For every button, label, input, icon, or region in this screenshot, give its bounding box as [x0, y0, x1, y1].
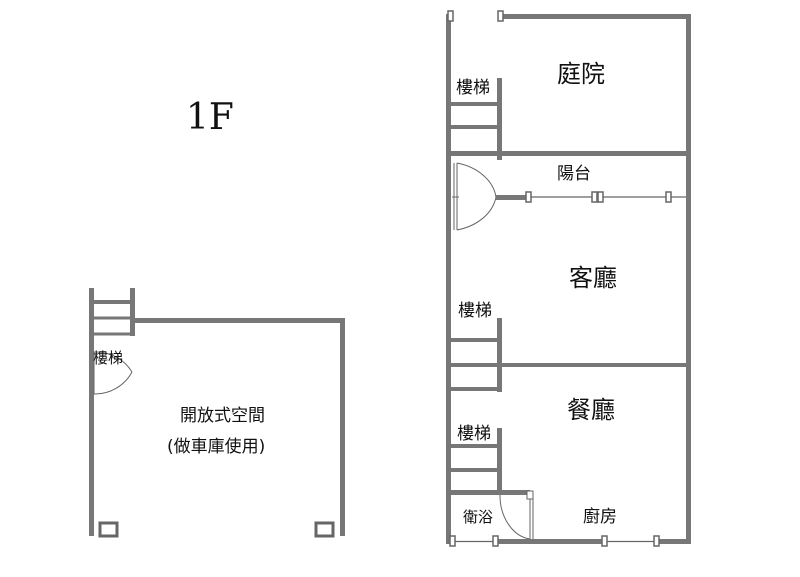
- bath-wall: [446, 490, 530, 495]
- left-posts: [98, 521, 335, 538]
- balcony-label: 陽台: [557, 164, 591, 184]
- kitchen-label: 廚房: [583, 507, 617, 527]
- right-walls: [446, 14, 691, 544]
- living-room-label: 客廳: [569, 264, 617, 292]
- right-wall-south: [446, 539, 691, 544]
- stair-treads: [449, 102, 500, 472]
- left-wall-west: [89, 300, 94, 536]
- left-stair-treads: [92, 316, 132, 336]
- floor-label: 1F: [186, 97, 234, 138]
- left-door: [93, 351, 133, 395]
- left-plan: [89, 288, 345, 536]
- balcony-door: [452, 162, 497, 231]
- stair-wall-top: [497, 78, 502, 160]
- courtyard-label: 庭院: [557, 60, 605, 88]
- bottom-windows: [449, 535, 660, 547]
- left-wall-north: [130, 318, 345, 323]
- right-wall-north: [500, 14, 691, 19]
- dining-room-label: 餐廳: [567, 396, 615, 424]
- left-stair-step: [89, 300, 135, 304]
- left-stair-rail-right: [130, 288, 135, 336]
- balcony-rail: [496, 191, 686, 203]
- stairs-top-label: 樓梯: [456, 78, 490, 98]
- stairs-low-label: 樓梯: [457, 424, 491, 444]
- bathroom-label: 衛浴: [463, 508, 494, 526]
- left-stairs-label: 樓梯: [93, 349, 124, 367]
- stairs-mid-label: 樓梯: [458, 301, 492, 321]
- open-space-note: (做車庫使用): [167, 437, 266, 457]
- left-wall-east: [340, 318, 345, 536]
- right-wall-west: [446, 14, 451, 544]
- open-space-label: 開放式空間: [180, 406, 265, 426]
- bathroom-door: [499, 490, 534, 540]
- stair-wall-mid: [497, 318, 502, 392]
- wall-below-courtyard: [446, 151, 691, 156]
- stair-wall-low: [497, 428, 502, 494]
- wall-living-dining: [446, 363, 691, 367]
- right-wall-east: [686, 14, 691, 544]
- entrance-markers: [447, 10, 504, 22]
